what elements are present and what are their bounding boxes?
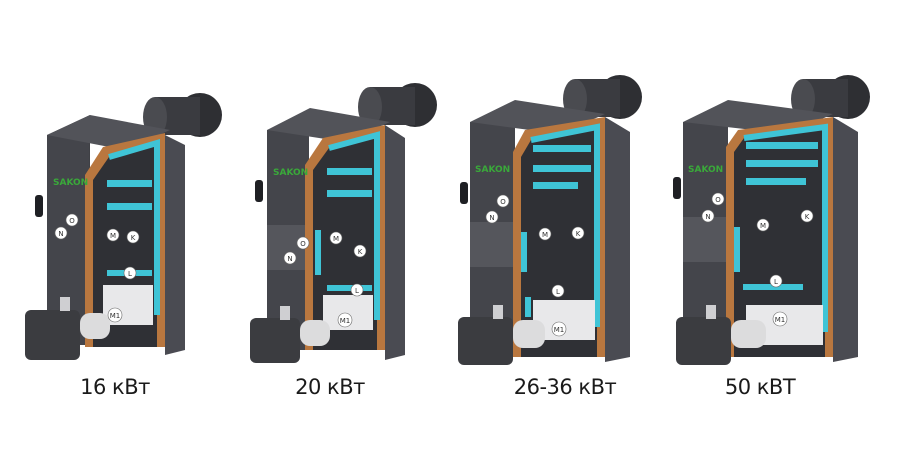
svg-text:O: O (500, 198, 506, 206)
svg-text:K: K (358, 248, 363, 256)
svg-text:SAKON: SAKON (475, 165, 510, 175)
model-label-20kw: 20 кВт (295, 375, 365, 399)
svg-text:K: K (805, 213, 810, 221)
model-label-16kw: 16 кВт (80, 375, 150, 399)
svg-text:M1: M1 (340, 317, 351, 325)
svg-text:O: O (715, 196, 721, 204)
svg-text:L: L (355, 287, 359, 295)
svg-text:M1: M1 (554, 326, 565, 334)
svg-text:L: L (556, 288, 560, 296)
svg-text:M: M (542, 231, 548, 239)
boiler-26-36kw-illustration: SAKON O N M K L M1 (455, 72, 650, 370)
svg-text:M: M (760, 222, 766, 230)
boiler-20kw-illustration: SAKON O N M K L M1 (245, 80, 445, 370)
svg-text:M: M (110, 232, 116, 240)
boiler-50kw-illustration: SAKON O N M K L M1 (668, 72, 888, 370)
boiler-16kw-illustration: SAKON O N M K L M1 (25, 85, 230, 370)
svg-text:K: K (131, 234, 136, 242)
model-label-50kw: 50 кВТ (724, 375, 796, 399)
svg-text:SAKON: SAKON (688, 165, 723, 175)
svg-text:M: M (333, 235, 339, 243)
svg-text:SAKON: SAKON (53, 178, 88, 188)
svg-text:N: N (705, 213, 710, 221)
svg-text:L: L (774, 278, 778, 286)
svg-text:K: K (576, 230, 581, 238)
svg-text:M1: M1 (775, 316, 786, 324)
svg-text:N: N (58, 230, 63, 238)
svg-text:M1: M1 (110, 312, 121, 320)
svg-text:O: O (69, 217, 75, 225)
svg-text:SAKON: SAKON (273, 168, 308, 178)
svg-text:O: O (300, 240, 306, 248)
svg-text:L: L (128, 270, 132, 278)
svg-text:N: N (287, 255, 292, 263)
model-label-26-36kw: 26-36 кВт (513, 375, 617, 399)
svg-text:N: N (489, 214, 494, 222)
